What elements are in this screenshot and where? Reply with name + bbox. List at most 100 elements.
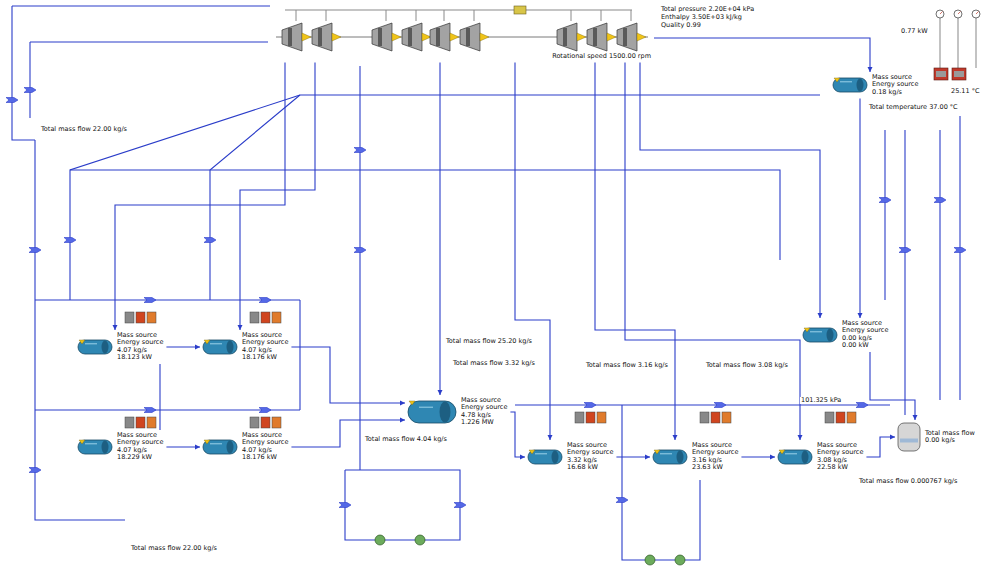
pipe-component xyxy=(714,403,726,408)
heat-exchanger xyxy=(147,312,156,323)
heat-exchanger-group xyxy=(250,417,281,428)
node-text: 3.08 kg/s xyxy=(816,457,848,464)
heat-exchanger xyxy=(147,417,156,428)
plant-layout xyxy=(6,6,980,565)
flow-line xyxy=(515,62,550,440)
power-arrow xyxy=(332,33,341,41)
drum-body xyxy=(408,401,456,423)
turbine-casing xyxy=(312,23,332,51)
drum-icon xyxy=(77,439,113,455)
flow-line xyxy=(439,62,440,395)
turbine-band xyxy=(378,28,382,46)
node-text: Mass source xyxy=(241,332,283,339)
turbine xyxy=(372,23,401,51)
power-arrow xyxy=(607,33,616,41)
drum-icon xyxy=(202,339,238,355)
pipe xyxy=(12,6,35,140)
node-text: Mass source xyxy=(871,74,913,81)
pipe xyxy=(345,470,460,540)
turbine xyxy=(460,23,489,51)
steam-supply: Mass sourceEnergy source0.18 kg/s xyxy=(830,72,921,98)
drum-shine xyxy=(810,331,822,332)
text-stack: Mass sourceEnergy source3.32 kg/s16.68 k… xyxy=(566,442,614,472)
pipe xyxy=(359,66,360,470)
heat-exchanger xyxy=(125,312,134,323)
turbine-casing xyxy=(460,23,480,51)
turbine-casing xyxy=(402,23,422,51)
node-text: 4.78 kg/s xyxy=(460,412,492,419)
flow-line xyxy=(640,62,820,318)
pipe xyxy=(300,94,820,95)
value-label: 101.325 kPa xyxy=(800,397,842,404)
flow-line xyxy=(866,437,895,457)
flow-line xyxy=(240,62,315,330)
text-stack: Mass sourceEnergy source3.08 kg/s22.58 k… xyxy=(816,442,864,472)
pipe-component xyxy=(339,503,351,508)
turbine xyxy=(587,23,616,51)
pipe xyxy=(35,299,300,300)
power-arrow xyxy=(450,33,459,41)
drum-icon xyxy=(77,339,113,355)
power-arrow xyxy=(577,33,586,41)
heat-exchanger-group xyxy=(825,412,856,423)
feedwater-heater: Mass sourceEnergy source3.08 kg/s22.58 k… xyxy=(775,440,866,474)
heat-exchanger xyxy=(272,312,281,323)
text-stack: Mass sourceEnergy source4.07 kg/s18.176 … xyxy=(241,332,289,362)
header-drop xyxy=(631,10,632,21)
value-label: Enthalpy 3.50E+03 kJ/kg xyxy=(660,14,743,21)
connectors xyxy=(115,38,915,457)
heat-exchanger xyxy=(136,312,145,323)
node-text: Energy source xyxy=(691,449,739,456)
pipe-component xyxy=(6,98,18,103)
flow-line xyxy=(654,38,870,72)
tank-body xyxy=(898,423,920,451)
turbine-casing xyxy=(372,23,392,51)
turbine xyxy=(430,23,459,51)
gauge xyxy=(936,10,944,18)
header-drop xyxy=(296,10,297,21)
drum-end xyxy=(102,440,109,453)
pipe xyxy=(515,404,890,405)
drum-shine xyxy=(210,343,222,344)
drum-icon xyxy=(777,449,813,465)
gauge xyxy=(954,10,962,18)
turbine-band xyxy=(466,28,470,46)
node-text: 0.00 kg/s xyxy=(841,335,873,342)
heat-exchanger xyxy=(261,312,270,323)
gauge-needle xyxy=(976,12,979,15)
turbine-band xyxy=(288,28,292,46)
pipe-component xyxy=(454,503,466,508)
heat-exchanger xyxy=(722,412,731,423)
header-drop xyxy=(386,10,387,21)
drum-shine xyxy=(85,443,97,444)
node-text: 3.16 kg/s xyxy=(691,457,723,464)
cooler xyxy=(934,68,948,80)
node-text: 16.68 kW xyxy=(566,464,599,471)
node-text: 1.226 MW xyxy=(460,419,495,426)
pipe xyxy=(299,300,300,410)
energy-arrow xyxy=(409,401,415,405)
heat-exchanger-group xyxy=(700,412,731,423)
flow-line xyxy=(115,62,285,330)
gauge-needle xyxy=(958,12,961,15)
heat-exchanger-group xyxy=(575,412,606,423)
gauge-line xyxy=(940,18,941,68)
big-icon xyxy=(407,400,457,424)
value-label: Total mass flow 22.00 kg/s xyxy=(130,545,218,552)
heat-exchanger xyxy=(261,417,270,428)
pipe-component xyxy=(259,298,271,303)
node-text: 0.00 kg/s xyxy=(924,437,956,444)
feedwater-heater: Mass sourceEnergy source3.16 kg/s23.63 k… xyxy=(650,440,741,474)
turbine-band xyxy=(318,28,322,46)
drum-shine xyxy=(840,82,852,83)
turbines-icon xyxy=(272,20,652,52)
text-stack: Mass sourceEnergy source0.00 kg/s0.00 kW xyxy=(841,320,889,350)
text-stack: Total mass flow0.00 kg/s xyxy=(924,430,976,445)
deaerator: Mass sourceEnergy source4.78 kg/s1.226 M… xyxy=(405,395,510,429)
node-text: Mass source xyxy=(841,320,883,327)
node-text: Energy source xyxy=(116,339,164,346)
feedwater-heater: Mass sourceEnergy source4.07 kg/s18.123 … xyxy=(75,330,166,364)
cooler xyxy=(952,68,966,80)
